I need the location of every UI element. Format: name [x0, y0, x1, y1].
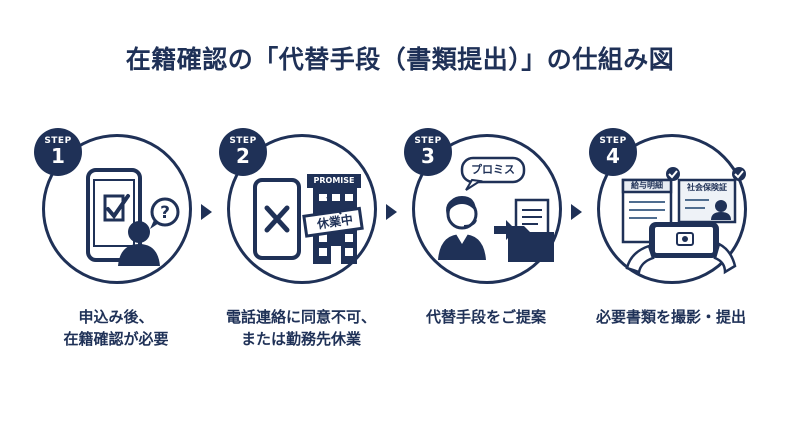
step-2-caption: 電話連絡に同意不可、 または勤務先休業	[225, 308, 376, 348]
step-4-illustration	[621, 167, 746, 275]
office-sign	[307, 174, 361, 188]
step-2-badge: STEP 2	[219, 128, 267, 176]
check-icon	[666, 167, 680, 181]
step-2: PROMISE 休業中 STEP 2	[219, 128, 377, 284]
arrow-right-icon	[201, 204, 212, 220]
step-3: プロミス STEP 3	[404, 128, 562, 284]
speech-bubble-label: プロミス	[471, 163, 515, 176]
cross-icon	[264, 205, 290, 233]
step-3-caption: 代替手段をご提案	[425, 308, 546, 326]
payslip-label: 給与明細	[631, 181, 663, 190]
step-1-illustration: ?	[86, 168, 180, 266]
document-icon	[103, 194, 125, 222]
step-1-badge: STEP 1	[34, 128, 82, 176]
office-sign-label: PROMISE	[313, 176, 355, 185]
question-bubble-icon	[150, 197, 180, 227]
speech-bubble	[460, 156, 526, 184]
check-icon	[106, 194, 130, 220]
arrow-right-icon	[571, 204, 582, 220]
arrow-right-icon	[386, 204, 397, 220]
step-3-illustration	[438, 156, 554, 262]
step-1: ? STEP 1	[34, 128, 192, 284]
svg-text:?: ?	[160, 203, 170, 223]
page-title: 在籍確認の「代替手段（書類提出）」の仕組み図	[125, 45, 675, 74]
right-hand-icon	[713, 242, 737, 275]
check-icon	[732, 167, 746, 181]
step-1-caption: 申込み後、 在籍確認が必要	[63, 308, 169, 348]
step-2-illustration	[253, 174, 364, 264]
folder-icon	[508, 226, 554, 262]
left-hand-icon	[625, 244, 655, 274]
camera-icon	[676, 232, 694, 246]
step-4-badge: STEP 4	[589, 128, 637, 176]
closed-sign	[302, 206, 364, 238]
person-icon	[128, 221, 150, 243]
step-4: 給与明細 社会保険証 STEP 4	[589, 128, 747, 284]
step-3-badge: STEP 3	[404, 128, 452, 176]
step-4-caption: 必要書類を撮影・提出	[595, 308, 746, 326]
insurance-card-label: 社会保険証	[687, 183, 727, 192]
